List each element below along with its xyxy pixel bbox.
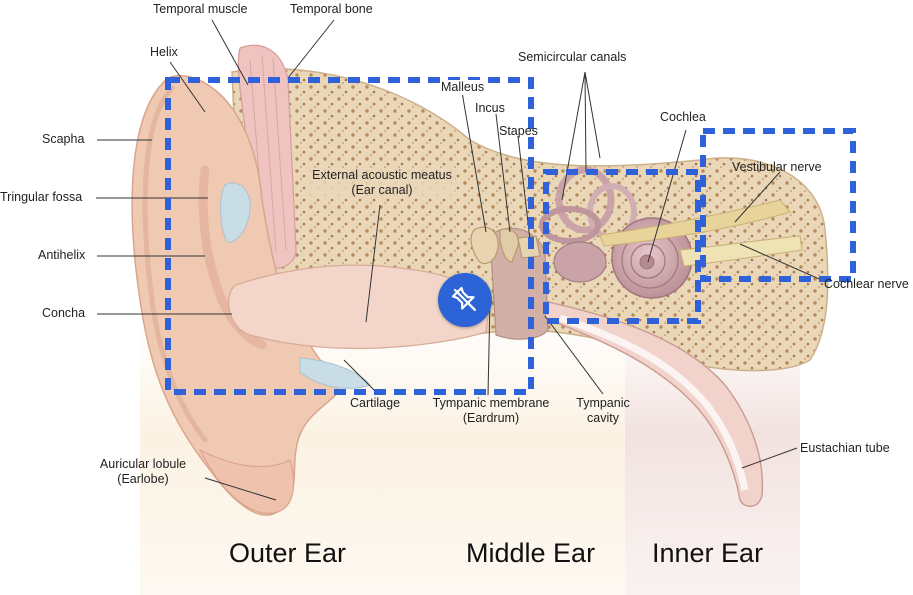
leader-earlobe [204,477,277,501]
vestibule [553,241,607,283]
middle-ear-zone [445,300,625,595]
label-antihelix: Antihelix [38,248,86,262]
label-cochlear-nerve: Cochlear nerve [824,277,909,291]
label-auricular-lobule-line-1: Auricular lobule [99,457,187,471]
leader-eustachian-tube [741,447,798,469]
leader-cartilage [343,359,377,393]
leader-ear-canal [365,204,381,323]
label-semicircular-canals: Semicircular canals [518,50,627,64]
leader-tympanic-cavity [544,315,604,395]
leader-vestibular-nerve [734,171,781,223]
semicircular-canal-3 [539,206,601,244]
helix-rim [142,85,208,443]
unpin-icon [451,286,477,312]
label-auricular-lobule-line-2: (Earlobe) [117,472,169,486]
leader-malleus [461,91,487,233]
eustachian-tube-lumen [558,314,749,491]
label-temporal-muscle: Temporal muscle [153,2,248,16]
label-malleus: Malleus [440,80,486,95]
label-scapha: Scapha [42,132,85,146]
triangular-fossa [220,182,251,243]
region-label-outer-ear: Outer Ear [229,538,347,568]
incus-bone [499,228,519,263]
leader-semicircular-1 [561,71,586,201]
malleus-bone [470,226,499,265]
label-auricular-lobule: Auricular lobule (Earlobe) [100,457,186,487]
unpin-button[interactable] [438,273,492,327]
leader-temporal-bone [287,19,335,79]
label-external-acoustic-meatus: External acoustic meatus (Ear canal) [309,168,455,198]
label-external-acoustic-meatus-line-2: (Ear canal) [351,183,413,197]
leader-lines [96,19,827,501]
label-tympanic-cavity: Tympanic cavity [576,396,630,426]
label-cartilage: Cartilage [350,396,401,410]
leader-helix [169,61,206,113]
label-vestibular-nerve: Vestibular nerve [732,160,822,174]
cochlea-apex [639,254,655,270]
selection-box-nerves[interactable] [700,128,856,282]
selection-box-outer-middle[interactable] [165,77,534,395]
region-label-inner-ear: Inner Ear [652,538,764,568]
leader-tympanic-membrane [487,299,491,396]
antihelix-ridge [198,165,267,350]
label-eustachian-tube: Eustachian tube [800,441,890,455]
cochlea-turn-3 [630,243,666,279]
leader-cochlear-nerve [739,243,827,283]
cartilage-part [299,357,371,389]
selection-box-inner-ear[interactable] [543,169,701,324]
semicircular-canal-1 [555,166,615,234]
label-tympanic-cavity-line-1: Tympanic [576,396,630,410]
label-cochlea: Cochlea [660,110,706,124]
ear-canal [227,264,491,350]
label-tympanic-cavity-line-2: cavity [587,411,619,425]
selection-boxes [165,77,856,395]
label-concha: Concha [42,306,86,320]
leader-temporal-muscle [211,19,249,86]
label-incus: Incus [475,101,505,115]
cochlear-nerve-bundle [679,235,803,267]
label-stapes: Stapes [499,124,538,138]
label-tympanic-membrane-line-2: (Eardrum) [462,411,520,425]
label-temporal-bone: Temporal bone [290,2,373,16]
label-triangular-fossa: Tringular fossa [0,190,83,204]
leader-semicircular-2 [584,71,587,173]
label-tympanic-membrane: Tympanic membrane (Eardrum) [433,396,550,426]
region-label-middle-ear: Middle Ear [466,538,596,568]
label-tympanic-membrane-line-1: Tympanic membrane [432,396,550,410]
label-external-acoustic-meatus-line-1: External acoustic meatus [312,168,452,182]
leader-incus [495,113,511,233]
leader-semicircular-3 [584,71,601,159]
label-helix: Helix [150,45,178,59]
leader-cochlea [647,129,687,263]
earlobe [198,448,295,514]
